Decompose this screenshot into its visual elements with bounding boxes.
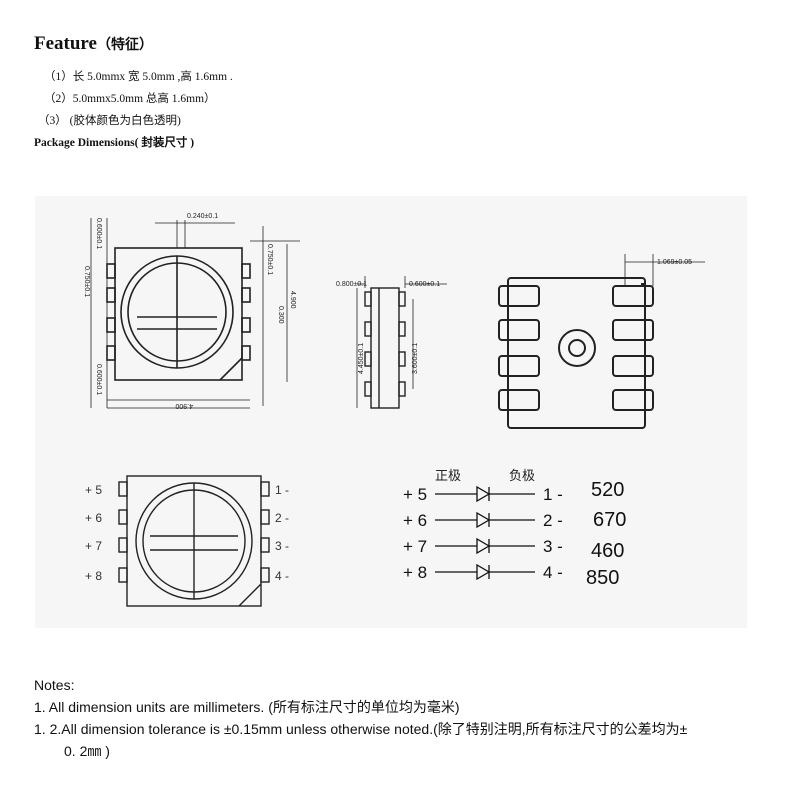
dim-left-mid: 0.750±0.1 bbox=[83, 266, 90, 297]
diode-plus-label: + 7 bbox=[403, 537, 427, 556]
dim-bottom-width: 4.900 bbox=[175, 402, 193, 409]
diode-minus-label: 1 - bbox=[543, 485, 563, 504]
note-1: 1. All dimension units are millimeters. … bbox=[34, 699, 460, 715]
diode-wavelength: 520 bbox=[591, 479, 624, 501]
diode-minus-label: 3 - bbox=[543, 537, 563, 556]
feature-item-1: （1）长 5.0mmx 宽 5.0mm ,高 1.6mm . bbox=[44, 71, 233, 83]
feature-item-2: （2）5.0mmx5.0mm 总高 1.6mm） bbox=[44, 93, 216, 105]
feature-title-zh: （特征） bbox=[96, 38, 153, 53]
dim-right-inner: 0.300 bbox=[277, 306, 284, 324]
negative-label: 负极 bbox=[509, 468, 535, 483]
diode-wavelength: 670 bbox=[593, 509, 626, 531]
diode-row: + 5 1 - 520 bbox=[403, 479, 624, 504]
side-view-dims: 0.800±0.1 0.600±0.1 4.450±0.1 3.600±0.1 bbox=[336, 281, 440, 374]
top-view bbox=[90, 218, 300, 409]
diode-plus-label: + 5 bbox=[403, 485, 427, 504]
package-dimensions-heading: Package Dimensions( 封装尺寸 ) bbox=[34, 137, 195, 149]
feature-heading: Feature（特征） bbox=[34, 33, 153, 55]
bottom-view bbox=[498, 254, 705, 429]
diode-plus-label: + 8 bbox=[403, 563, 427, 582]
dim-left-bottom: 0.600±0.1 bbox=[95, 364, 102, 395]
pin-label-plus-8: + 8 bbox=[85, 569, 102, 583]
dim-side-height: 4.450±0.1 bbox=[358, 343, 365, 374]
diode-plus-label: + 6 bbox=[403, 511, 427, 530]
diode-row: + 6 2 - 670 bbox=[403, 509, 626, 531]
package-drawing: 0.240±0.1 0.600±0.1 0.750±0.1 0.600±0.1 … bbox=[83, 213, 705, 607]
dim-bottom-pad: 1.069±0.05 bbox=[657, 259, 692, 266]
dim-left-top: 0.600±0.1 bbox=[95, 218, 102, 249]
notes-title: Notes: bbox=[34, 677, 75, 693]
side-view bbox=[356, 276, 447, 409]
note-2-continuation: 0. 2㎜ ) bbox=[64, 743, 110, 759]
note-2: 1. 2.All dimension tolerance is ±0.15mm … bbox=[34, 721, 688, 737]
diode-row: + 7 3 - 460 bbox=[403, 537, 624, 562]
pin-label-minus-4: 4 - bbox=[275, 569, 289, 583]
diode-schematic: + 5 1 - 520 + 6 2 - 670 + 7 3 - 460 bbox=[403, 479, 626, 589]
feature-title: Feature bbox=[34, 33, 97, 54]
dim-side-pitch: 3.600±0.1 bbox=[412, 343, 419, 374]
diode-wavelength: 850 bbox=[586, 567, 619, 589]
diode-minus-label: 2 - bbox=[543, 511, 563, 530]
diode-row: + 8 4 - 850 bbox=[403, 563, 619, 589]
dim-top-width: 0.240±0.1 bbox=[187, 213, 218, 220]
package-dimensions-figure: 0.240±0.1 0.600±0.1 0.750±0.1 0.600±0.1 … bbox=[35, 196, 747, 628]
positive-label: 正极 bbox=[435, 468, 461, 483]
pinout-view bbox=[118, 475, 270, 607]
top-view-dims: 0.240±0.1 0.600±0.1 0.750±0.1 0.600±0.1 … bbox=[83, 213, 296, 409]
pin-label-plus-6: + 6 bbox=[85, 511, 102, 525]
diode-minus-label: 4 - bbox=[543, 563, 563, 582]
pin-label-minus-2: 2 - bbox=[275, 511, 289, 525]
dim-side-left: 0.800±0.1 bbox=[336, 281, 367, 288]
dim-right-height: 4.900 bbox=[289, 291, 296, 309]
diode-wavelength: 460 bbox=[591, 540, 624, 562]
feature-item-3: （3） (胶体颜色为白色透明) bbox=[38, 115, 181, 127]
pin-label-plus-7: + 7 bbox=[85, 539, 102, 553]
pin-label-minus-1: 1 - bbox=[275, 483, 289, 497]
pin-label-minus-3: 3 - bbox=[275, 539, 289, 553]
dim-right-top: 0.750±0.1 bbox=[266, 244, 273, 275]
dim-side-right: 0.600±0.1 bbox=[409, 281, 440, 288]
pin-label-plus-5: + 5 bbox=[85, 483, 102, 497]
pin-labels: + 5 + 6 + 7 + 8 1 - 2 - 3 - 4 - bbox=[85, 483, 289, 583]
